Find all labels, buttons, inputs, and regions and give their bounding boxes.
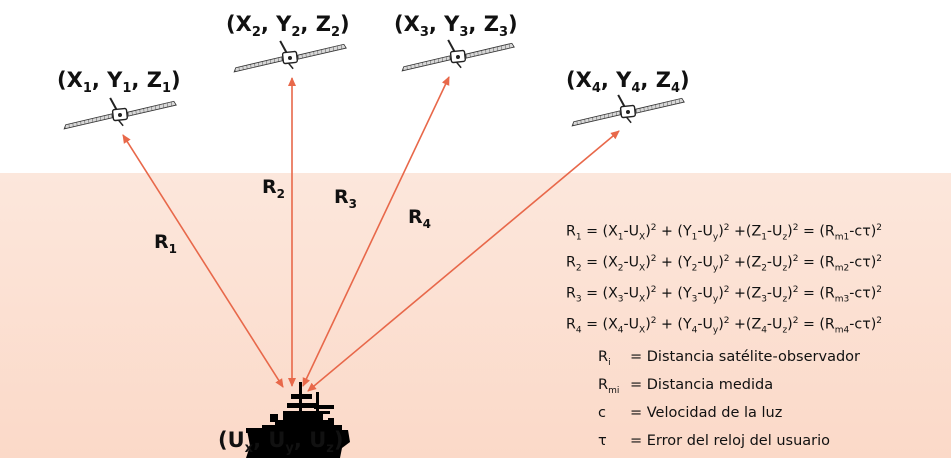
range-arrow-4	[307, 130, 620, 392]
range-equations: R1 = (X1-UX)2 + (Y1-Uy)2 +(Z1-Uz)2 = (Rm…	[566, 218, 882, 342]
receiver-coords: (Ux, Uy, Uz)	[218, 428, 344, 457]
satellite-1-coords: (X1, Y1, Z1)	[57, 68, 181, 97]
range-label-1: R1	[154, 231, 177, 256]
equation-1: R1 = (X1-UX)2 + (Y1-Uy)2 +(Z1-Uz)2 = (Rm…	[566, 223, 883, 243]
ship-icon	[246, 382, 350, 458]
equation-3: R3 = (X3-UX)2 + (Y3-Uy)2 +(Z3-Uz)2 = (Rm…	[566, 285, 883, 305]
satellite-3-coords: (X3, Y3, Z3)	[394, 12, 518, 41]
range-arrow-1	[122, 134, 284, 388]
legend-item: Ri= Distancia satélite-observador	[598, 349, 860, 368]
satellite-1-icon	[60, 90, 179, 133]
equation-4: R4 = (X4-UX)2 + (Y4-Uy)2 +(Z4-Uz)2 = (Rm…	[566, 316, 883, 336]
legend-item: c= Velocidad de la luz	[598, 404, 783, 421]
equation-2: R2 = (X2-UX)2 + (Y2-Uy)2 +(Z2-Uz)2 = (Rm…	[566, 254, 883, 274]
satellite-2-coords: (X2, Y2, Z2)	[226, 12, 350, 41]
range-label-3: R3	[334, 186, 357, 211]
satellite-4-coords: (X4, Y4, Z4)	[566, 68, 690, 97]
range-arrow-3	[302, 76, 450, 387]
satellite-2-icon	[230, 33, 349, 76]
range-label-4: R4	[408, 206, 431, 231]
range-label-2: R2	[262, 176, 285, 201]
symbol-legend: Ri= Distancia satélite-observador Rmi= D…	[598, 346, 860, 458]
legend-item: τ= Error del reloj del usuario	[598, 432, 831, 449]
legend-item: Rmi= Distancia medida	[598, 376, 774, 396]
